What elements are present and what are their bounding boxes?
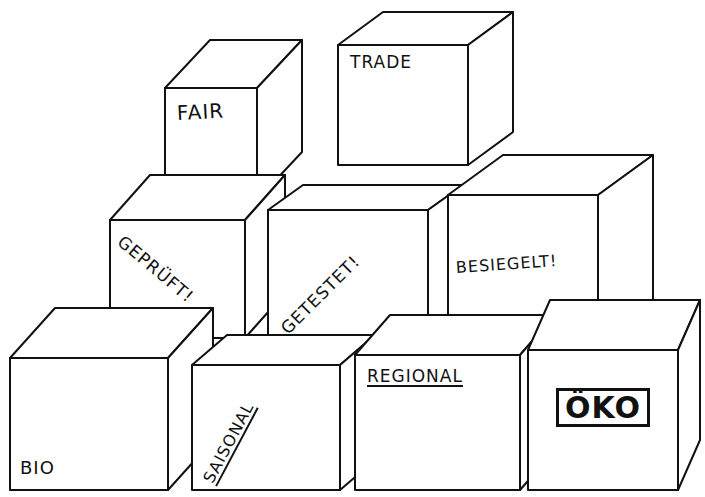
cube-box: SAISONAL bbox=[190, 333, 377, 492]
cube-face bbox=[468, 12, 513, 165]
cube-face bbox=[338, 45, 468, 165]
cube-label: ÖKO bbox=[556, 388, 650, 427]
cube-face bbox=[355, 355, 520, 490]
cube-label: TRADE bbox=[350, 53, 412, 72]
cube-face bbox=[10, 358, 168, 490]
cube-face bbox=[678, 300, 700, 490]
cube-outline bbox=[353, 313, 557, 492]
cube-box: BIO bbox=[8, 306, 215, 492]
cube-label: REGIONAL bbox=[367, 367, 463, 386]
cube-box: TRADE bbox=[336, 10, 515, 167]
cube-label: BIO bbox=[20, 458, 55, 478]
cube-label: FAIR bbox=[176, 100, 224, 124]
cube-box: ÖKO bbox=[526, 298, 702, 492]
cube-box: REGIONAL bbox=[353, 313, 557, 492]
cube-face bbox=[528, 300, 700, 350]
cube-face bbox=[528, 350, 678, 490]
cube-outline bbox=[336, 10, 515, 167]
cube-face bbox=[192, 365, 340, 490]
